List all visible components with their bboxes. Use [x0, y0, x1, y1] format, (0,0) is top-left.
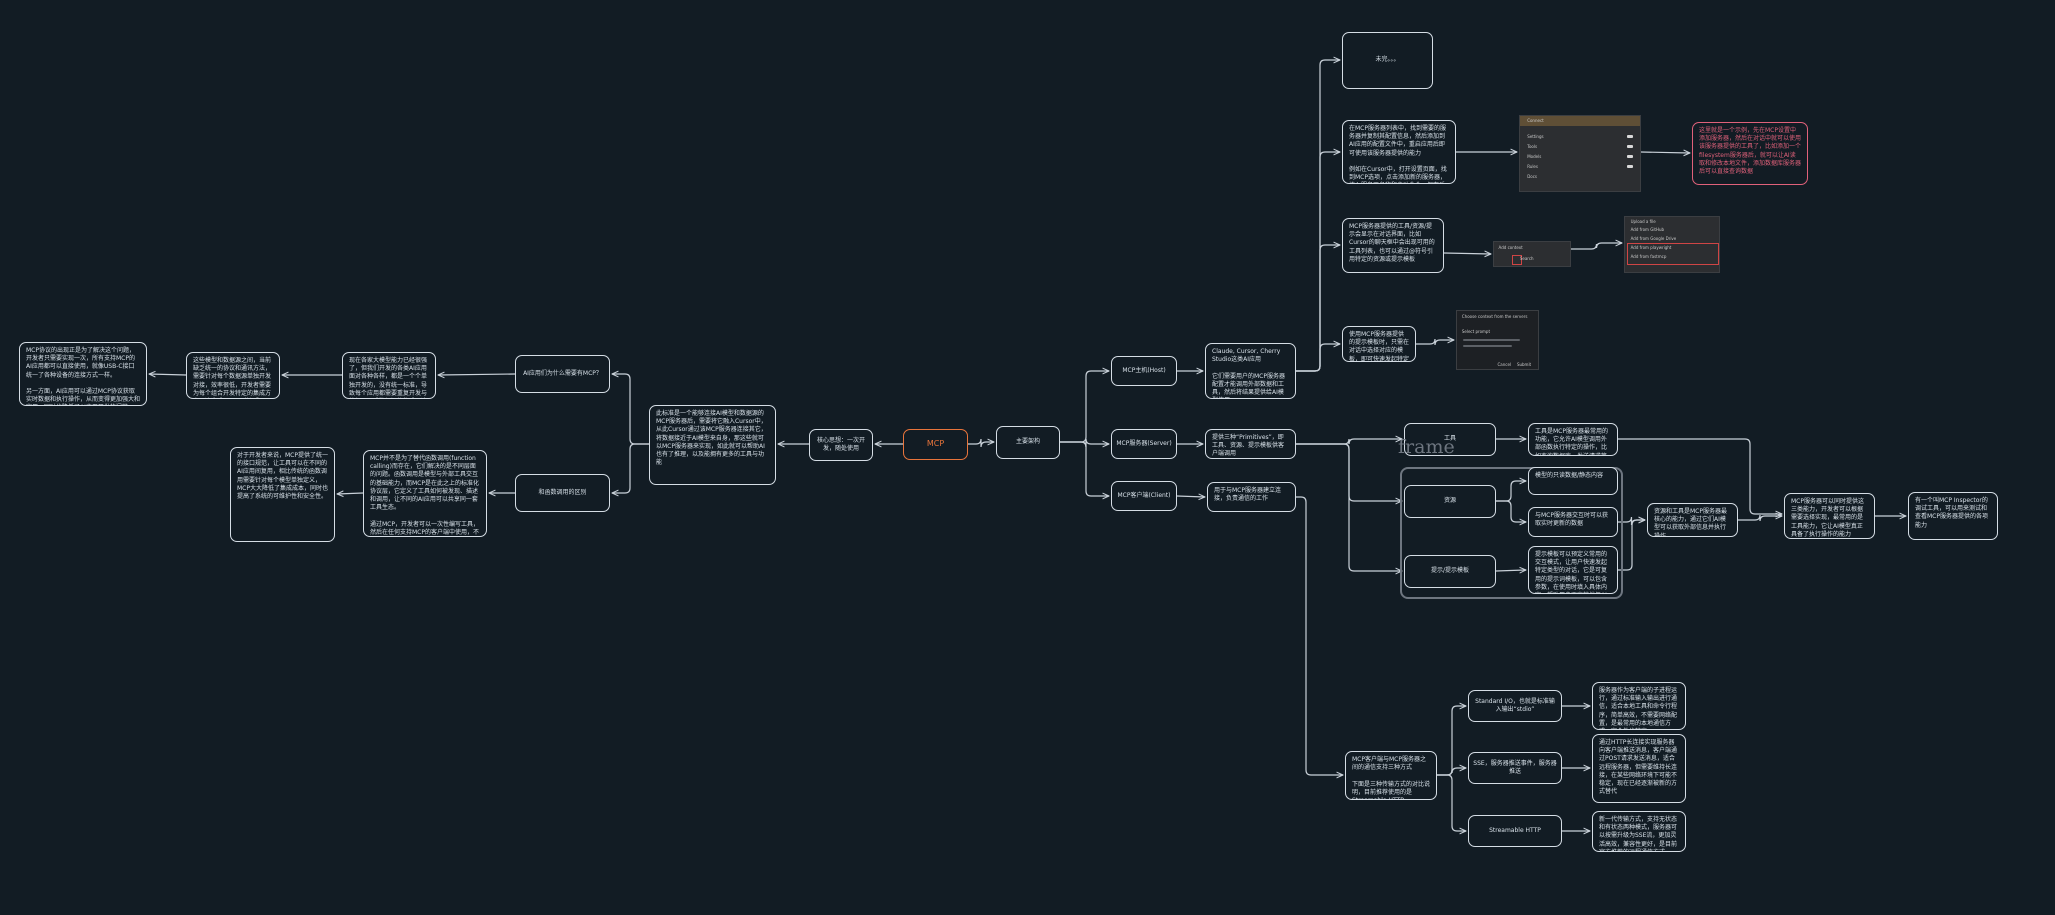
transport-http-node[interactable]: Streamable HTTP [1468, 815, 1562, 847]
stdio-detail-node[interactable]: 服务器作为客户端的子进程运行，通过标准输入输出进行通信，适合本地工具和命令行程序… [1592, 682, 1686, 730]
primitive-resources-node[interactable]: 资源 [1404, 485, 1496, 518]
connector-arrow [1571, 243, 1622, 250]
connector-arrow [612, 374, 649, 445]
client-detail-node[interactable]: 用于与MCP服务器建立连接，负责通信的工作 [1207, 482, 1296, 512]
connector-arrow [1296, 152, 1340, 372]
chat-line: Add context [1498, 245, 1523, 250]
mcp-client-node[interactable]: MCP客户端(Client) [1111, 481, 1177, 511]
mcp-server-node[interactable]: MCP服务器(Server) [1111, 429, 1177, 459]
menu-line: Add from GitHub [1630, 227, 1665, 232]
why-mcp-node[interactable]: AI应用们为什么需要有MCP？ [515, 355, 610, 393]
toggle-icon [1626, 155, 1633, 158]
screenshot-titlebar [1520, 116, 1640, 126]
connector-arrow [1296, 344, 1340, 372]
connector-arrow [1296, 245, 1340, 372]
toggle-icon [1626, 135, 1633, 138]
primitive-prompts-node[interactable]: 提示/提示模板 [1404, 555, 1496, 588]
http-detail-node[interactable]: 新一代传输方式，支持无状态和有状态两种模式，服务器可以按需升级为SSE流，更加灵… [1592, 811, 1686, 852]
vs-function-calling-node[interactable]: 和函数调用的区别 [515, 474, 610, 512]
connector-arrow [1618, 438, 1782, 514]
toggle-icon [1626, 165, 1633, 168]
core-idea-node[interactable]: 核心思想：一次开发，随处使用 [809, 429, 873, 461]
screenshot-line: Docs [1527, 174, 1537, 179]
connector-arrow [1296, 443, 1402, 571]
screenshot-line: Rules [1527, 164, 1538, 169]
connector-arrow [1060, 371, 1109, 443]
menu-line: Add from fastmcp [1630, 254, 1667, 259]
highlight-box [1627, 243, 1719, 265]
connector-arrow [1176, 496, 1205, 497]
screenshot-context-menu: Upload a file Add from GitHub Add from G… [1624, 216, 1720, 273]
connector-arrow [1296, 60, 1340, 372]
connector-arrow [1618, 520, 1645, 571]
connector-arrow [438, 374, 516, 375]
connector-arrow [1495, 570, 1526, 571]
tools-detail-node[interactable]: 工具是MCP服务器最常用的功能，它允许AI模型调用外部函数执行特定的操作，比如查… [1528, 423, 1618, 456]
vs-fc-detail-node-2[interactable]: 对于开发者来说，MCP提供了统一的接口规范，让工具可以在不同的AI应用间复用，相… [230, 447, 335, 542]
server-summary-node[interactable]: MCP服务器可以同时提供这三类能力，开发者可以根据需要选择实现，最常用的是工具能… [1784, 493, 1875, 539]
host-note-node[interactable]: 这里就是一个示例，先在MCP设置中添加服务器，然后在对话中就可以使用该服务器提供… [1692, 122, 1808, 185]
dialog-button: Cancel [1497, 362, 1512, 367]
screenshot-line: Tools [1527, 144, 1538, 149]
connector-arrow [1416, 339, 1454, 346]
dialog-line: Choose context from the servers [1461, 314, 1528, 319]
dialog-line-bar [1463, 345, 1513, 347]
transport-stdio-node[interactable]: Standard I/O，也就是标准输入输出“stdio” [1468, 690, 1562, 722]
connector-arrow [337, 493, 364, 494]
dialog-line: Select prompt [1461, 329, 1491, 334]
connector-arrow [1738, 515, 1782, 522]
connector-arrow [968, 439, 994, 448]
mcp-host-node[interactable]: MCP主机(Host) [1111, 356, 1177, 386]
sse-detail-node[interactable]: 通过HTTP长连接实现服务器向客户端推送消息，客户端通过POST请求发送消息，适… [1592, 734, 1686, 803]
chat-line: Search [1519, 256, 1534, 261]
connector-arrow [612, 443, 649, 493]
host-child-unfinished[interactable]: 未完。。。 [1342, 32, 1433, 89]
host-detail-node[interactable]: Claude, Cursor, Cherry Studio这类AI应用 它们需要… [1205, 343, 1296, 399]
connector-arrow [1437, 774, 1466, 831]
why-explanation-node[interactable]: 此标准是一个能够连接AI模型和数据源的MCP服务器后，需要将它融入Cursor中… [649, 405, 776, 485]
connector-arrow [1443, 253, 1491, 254]
connector-arrow [149, 374, 187, 375]
screenshot-mcp-settings: Connect Settings Tools Models Rules Docs [1519, 115, 1641, 192]
primitive-tools-node[interactable]: 工具 [1404, 423, 1496, 456]
resources-merge-node[interactable]: 资源和工具是MCP服务器最核心的能力，通过它们AI模型可以获取外部信息并执行操作 [1647, 503, 1738, 537]
why-mcp-detail-node-3[interactable]: MCP协议的出现正是为了解决这个问题，开发者只需要实现一次，所有支持MCP的AI… [19, 342, 147, 406]
host-child-display[interactable]: MCP服务器提供的工具/资源/提示会显示在对话界面，比如Cursor的聊天框中会… [1342, 218, 1444, 273]
menu-line: Add from playwright [1630, 245, 1672, 250]
dialog-button: Submit [1516, 362, 1532, 367]
highlight-box [1512, 255, 1522, 265]
connector-arrow [1640, 152, 1690, 153]
root-node-mcp[interactable]: MCP [903, 429, 968, 460]
resources-detail-node-1[interactable]: 模型的只读数据/静态内容 [1528, 467, 1618, 495]
prompts-detail-node[interactable]: 提示模板可以预定义常用的交互模式，让用户快速发起特定类型的对话，它是可复用的提示… [1528, 546, 1618, 594]
menu-line: Upload a file [1630, 219, 1656, 224]
connector-arrow [1496, 500, 1526, 522]
toggle-icon [1626, 145, 1633, 148]
screenshot-line: Connect [1527, 118, 1544, 123]
resources-detail-node-2[interactable]: 与MCP服务器交互时可以获取实时更新的数据 [1528, 507, 1618, 537]
client-transport-node[interactable]: MCP客户端与MCP服务器之间的通信支持三种方式 下面是三种传输方式的对比说明，… [1345, 751, 1437, 800]
connector-arrow [1296, 496, 1343, 775]
screenshot-line: Models [1527, 154, 1542, 159]
host-child-config-steps[interactable]: 在MCP服务器列表中，找到需要的服务器并复制其配置信息，然后添加到AI应用的配置… [1342, 120, 1456, 184]
inspector-node[interactable]: 有一个叫MCP Inspector的调试工具，可以用来测试和查看MCP服务器提供… [1908, 492, 1998, 540]
transport-sse-node[interactable]: SSE，服务器推送事件，服务器推送 [1468, 752, 1562, 784]
connector-arrow [1296, 439, 1402, 445]
connector-arrow [1060, 441, 1109, 496]
resources-prompts-frame [1400, 467, 1623, 599]
screenshot-chat-input: Add context Search [1493, 241, 1571, 267]
screenshot-prompt-dialog: Choose context from the servers Select p… [1456, 310, 1539, 370]
menu-line: Add from Google Drive [1630, 236, 1677, 241]
why-mcp-detail-node-2[interactable]: 这些模型和数据源之间，当前缺乏统一的协议和通讯方法，需要针对每个数据源单独开发对… [186, 352, 280, 399]
architecture-node[interactable]: 主要架构 [996, 426, 1060, 459]
why-mcp-detail-node-1[interactable]: 现在各家大模型能力已经很强了，但我们开发的各类AI应用面对各种各样，都是一个个单… [342, 352, 436, 399]
screenshot-line: Settings [1527, 134, 1544, 139]
connector-arrow [1437, 706, 1466, 776]
dialog-line-bar [1463, 339, 1521, 341]
host-child-prompt-usage[interactable]: 使用MCP服务器提供的提示模板时，只需在对话中选择对应的模板，即可快速发起特定类… [1342, 326, 1416, 362]
vs-fc-detail-node-1[interactable]: MCP并不是为了替代函数调用(function calling)而存在，它们解决… [363, 450, 487, 537]
frame-label: frame [1398, 436, 1455, 458]
server-detail-node[interactable]: 提供三种“Primitives”，即工具、资源、提示模板供客户端调用 [1205, 429, 1296, 459]
